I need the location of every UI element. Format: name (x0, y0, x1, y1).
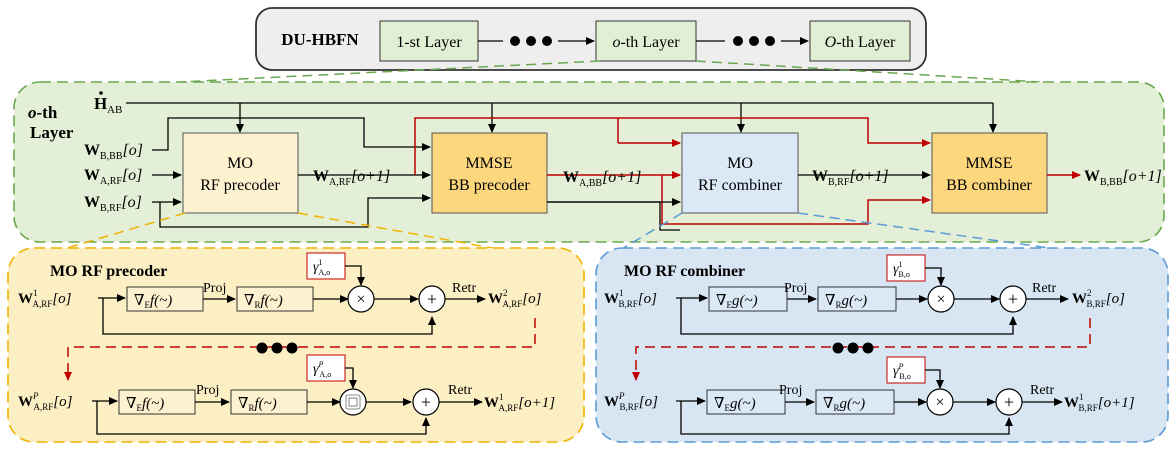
combiner-grad-r-1: ∇Rg(~) (817, 286, 897, 312)
svg-text:MMSE: MMSE (965, 155, 1012, 172)
precoder-add-1: + (418, 285, 446, 313)
signal-wbbb-next: WB,BB[o+1] (1084, 168, 1162, 188)
layer-block-o-label: o-th Layer (612, 34, 680, 51)
combiner-retr-label-1: Retr (1032, 281, 1056, 296)
ellipsis-dots-2 (733, 36, 775, 46)
precoder-ellipsis-dots (256, 342, 298, 354)
signal-wbrf-next: WB,RF[o+1] (812, 168, 889, 188)
combiner-ellipsis-dots (832, 342, 874, 354)
combiner-multiply-1: × (927, 285, 955, 313)
svg-text:γPA,o: γPA,o (313, 360, 331, 379)
svg-text:AB: AB (107, 104, 122, 116)
precoder-grad-r-p: ∇Rf(~) (230, 389, 308, 415)
svg-text:MMSE: MMSE (465, 155, 512, 172)
svg-text:∇Rf(~): ∇Rf(~) (244, 293, 283, 310)
precoder-panel-title: MO RF precoder (50, 263, 167, 280)
combiner-proj-label-p: Proj (779, 383, 802, 398)
layer-block-last: O-th Layer (809, 20, 911, 62)
svg-text:MO: MO (227, 155, 253, 172)
svg-text:∇Ef(~): ∇Ef(~) (126, 396, 164, 413)
mmse-bb-combiner-block: MMSE BB combiner (931, 132, 1048, 214)
input-wbbb: WB,BB[o] (84, 142, 143, 162)
svg-text:∇Ef(~): ∇Ef(~) (134, 293, 172, 310)
svg-text:RF precoder: RF precoder (200, 177, 280, 194)
combiner-grad-e-1: ∇Eg(~) (708, 286, 788, 312)
layer-label-line2: Layer (30, 123, 74, 142)
svg-text:+: + (421, 392, 431, 412)
combiner-grad-e-p: ∇Eg(~) (706, 389, 786, 415)
layer-block-first: 1-st Layer (379, 20, 479, 62)
mo-rf-precoder-block: MO RF precoder (182, 132, 299, 214)
input-wbrf: WB,RF[o] (84, 194, 142, 214)
mmse-bb-precoder-block: MMSE BB precoder (431, 132, 548, 214)
mo-rf-combiner-block: MO RF combiner (681, 132, 799, 214)
svg-text:+: + (1008, 289, 1018, 309)
precoder-grad-r-1: ∇Rf(~) (236, 286, 314, 312)
combiner-grad-r-p: ∇Rg(~) (815, 389, 895, 415)
svg-text:∇Rg(~): ∇Rg(~) (823, 396, 865, 413)
precoder-add-p: + (412, 388, 440, 416)
svg-text:∇Eg(~): ∇Eg(~) (716, 293, 758, 310)
svg-text:∇Rg(~): ∇Rg(~) (825, 293, 867, 310)
signal-warf-next: WA,RF[o+1] (313, 168, 390, 188)
precoder-retr-label-p: Retr (448, 383, 472, 398)
precoder-multiply-1: × (347, 285, 375, 313)
layer-block-last-label: O-th Layer (825, 34, 896, 51)
precoder-grad-e-1: ∇Ef(~) (126, 286, 204, 312)
combiner-panel-title: MO RF combiner (624, 263, 745, 280)
svg-text:×: × (935, 394, 944, 411)
input-warf: WA,RF[o] (84, 167, 142, 187)
svg-text:BB combiner: BB combiner (946, 177, 1032, 194)
precoder-proj-label-p: Proj (196, 383, 219, 398)
header-title: DU-HBFN (281, 30, 359, 49)
layer-block-first-label: 1-st Layer (396, 34, 462, 51)
svg-text:BB precoder: BB precoder (448, 177, 530, 194)
combiner-add-1: + (999, 285, 1027, 313)
precoder-proj-label-1: Proj (203, 281, 226, 296)
combiner-proj-label-1: Proj (784, 281, 807, 296)
svg-text:+: + (1004, 392, 1014, 412)
svg-text:∇Rf(~): ∇Rf(~) (238, 396, 277, 413)
svg-text:γ1B,o: γ1B,o (893, 260, 910, 279)
signal-wabb-next: WA,BB[o+1] (563, 169, 641, 189)
h-ab-label: H AB (94, 91, 122, 116)
svg-text:γ1A,o: γ1A,o (313, 258, 330, 277)
layer-label: o-th (28, 103, 58, 122)
svg-text:+: + (427, 289, 437, 309)
precoder-retr-label-1: Retr (452, 281, 476, 296)
svg-text:∇Eg(~): ∇Eg(~) (714, 396, 756, 413)
o-th-layer-panel (13, 81, 1165, 243)
combiner-retr-label-p: Retr (1030, 383, 1054, 398)
svg-text:H: H (94, 94, 107, 113)
precoder-multiply-p (339, 388, 367, 416)
precoder-grad-e-p: ∇Ef(~) (118, 389, 196, 415)
header-bar: DU-HBFN 1-st Layer o-th Layer O-th Layer (255, 7, 927, 71)
svg-text:×: × (356, 291, 365, 308)
combiner-multiply-p: × (926, 388, 954, 416)
svg-text:RF combiner: RF combiner (698, 177, 783, 194)
layer-block-o: o-th Layer (595, 20, 697, 62)
svg-text:γPB,o: γPB,o (893, 362, 911, 381)
ellipsis-dots-1 (510, 36, 552, 46)
combiner-add-p: + (995, 388, 1023, 416)
svg-text:MO: MO (727, 155, 753, 172)
svg-text:×: × (936, 291, 945, 308)
